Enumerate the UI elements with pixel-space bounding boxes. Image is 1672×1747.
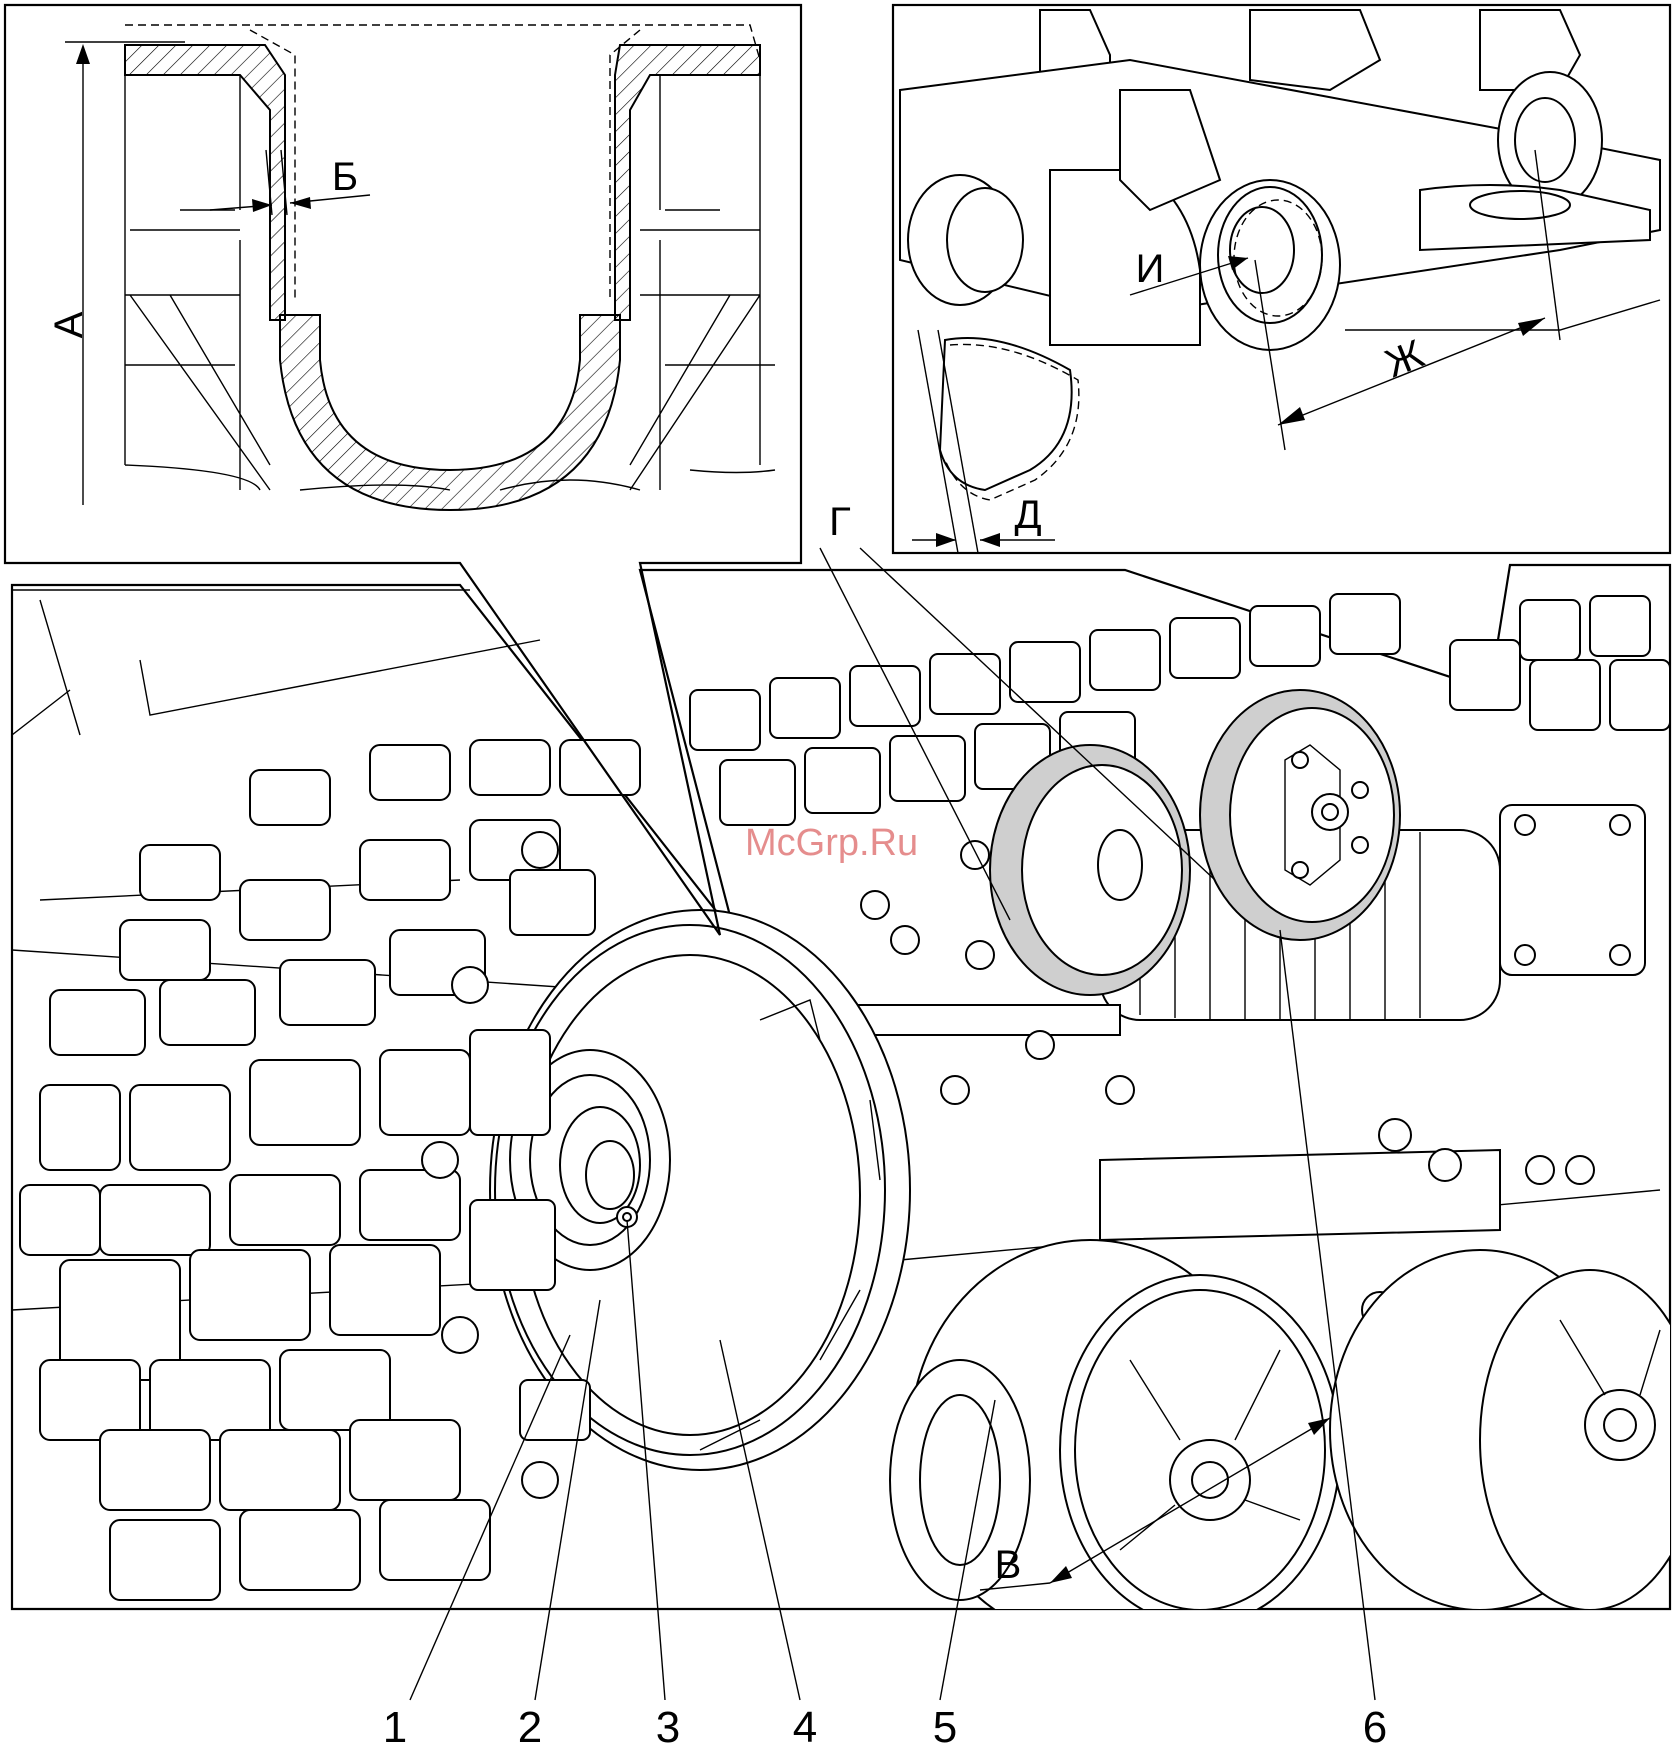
dim-label-i: И — [1136, 247, 1165, 291]
dim-label-g: Г — [829, 500, 851, 544]
callout-6: 6 — [1363, 1703, 1387, 1747]
callout-2: 2 — [518, 1703, 542, 1747]
main-view — [12, 565, 1672, 1640]
dim-label-a: А — [47, 311, 91, 338]
track-chain — [690, 594, 1670, 825]
road-wheel-2 — [1330, 1250, 1672, 1610]
callout-4: 4 — [793, 1703, 817, 1747]
detail-view-right: Ж И Д — [893, 5, 1670, 553]
dim-label-d: Д — [1014, 493, 1041, 537]
callout-1: 1 — [383, 1703, 407, 1747]
support-roller-2 — [1200, 690, 1400, 940]
callout-3: 3 — [656, 1703, 680, 1747]
watermark: McGrp.Ru — [745, 822, 918, 864]
callout-5: 5 — [933, 1703, 957, 1747]
dim-label-b: Б — [332, 155, 358, 199]
dim-label-zh: Ж — [1379, 332, 1430, 387]
support-roller-1 — [990, 745, 1190, 995]
dim-label-v: В — [995, 1543, 1022, 1587]
